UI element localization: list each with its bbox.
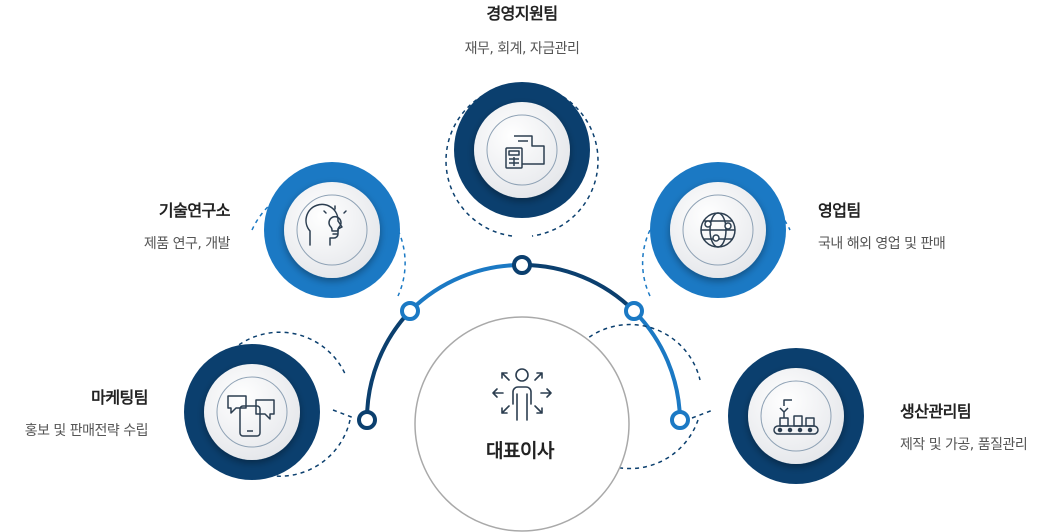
arc-segment-right [632, 309, 682, 421]
person-arrows-icon [492, 368, 552, 421]
team-description: 제작 및 가공, 품질관리 [900, 437, 1028, 453]
team-description: 제품 연구, 개발 [143, 236, 231, 252]
team-name: 생산관리팀 [900, 402, 972, 421]
team-label-management: 경영지원팀 재무, 회계, 자금관리 [422, 0, 622, 58]
team-badge-rnd [264, 162, 400, 298]
team-description: 재무, 회계, 자금관리 [464, 41, 580, 57]
team-label-rnd: 기술연구소 제품 연구, 개발 [60, 197, 231, 253]
team-description: 홍보 및 판매전략 수립 [24, 423, 149, 439]
team-badge-marketing [184, 344, 320, 480]
callout-ring-management [445, 83, 599, 237]
arc-segment-left-mid [408, 262, 523, 313]
team-badge-production [728, 348, 864, 484]
team-name: 영업팀 [818, 201, 861, 220]
calculator-folder-icon [505, 135, 545, 169]
ceo-circle [414, 316, 630, 532]
callout-tail-production [691, 409, 714, 419]
arc-segment-left [364, 309, 412, 421]
robot-conveyor-icon [773, 399, 819, 435]
team-name: 경영지원팀 [486, 4, 558, 23]
head-lightbulb-icon [305, 203, 347, 246]
node-management [512, 255, 532, 275]
node-sales [624, 301, 644, 321]
team-label-production: 생산관리팀 제작 및 가공, 품질관리 [900, 398, 1053, 454]
team-label-marketing: 마케팅팀 홍보 및 판매전략 수립 [0, 384, 149, 440]
team-badge-management [454, 82, 590, 218]
node-production [670, 410, 690, 430]
team-name: 기술연구소 [158, 201, 231, 220]
team-description: 국내 해외 영업 및 판매 [818, 236, 946, 252]
ceo-label: 대표이사 [486, 440, 554, 462]
node-marketing [357, 410, 377, 430]
phone-chat-icon [227, 395, 275, 437]
globe-network-icon [700, 212, 736, 248]
team-label-sales: 영업팀 국내 해외 영업 및 판매 [818, 197, 1038, 253]
node-rnd [400, 301, 420, 321]
team-badge-sales [650, 162, 786, 298]
callout-ring-production [557, 323, 701, 470]
team-name: 마케팅팀 [91, 388, 148, 407]
callout-tail-marketing [332, 409, 355, 419]
arc-segment-right-mid [521, 262, 636, 313]
